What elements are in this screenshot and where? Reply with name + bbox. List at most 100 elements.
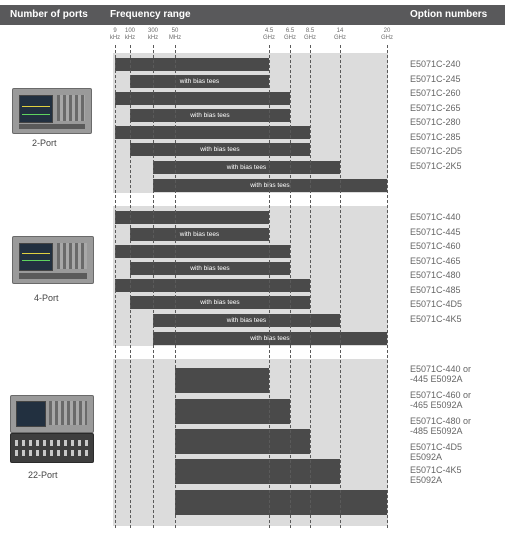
tick-unit: GHz <box>284 35 296 41</box>
table-header: Number of ports Frequency range Option n… <box>0 5 505 25</box>
option-number: E5071C-2D5 <box>410 146 463 156</box>
option-number: E5071C-460 <box>410 241 461 251</box>
frequency-bar: with bias tees <box>130 75 269 88</box>
frequency-bar: with bias tees <box>153 332 387 345</box>
option-number: E5071C-465 <box>410 255 461 266</box>
bias-tees-label: with bias tees <box>200 299 240 306</box>
frequency-bar <box>175 368 269 393</box>
frequency-bar <box>175 399 290 424</box>
bias-tees-label: with bias tees <box>179 78 220 85</box>
option-line: E5071C-460 or <box>410 390 472 400</box>
frequency-bar <box>175 429 310 454</box>
option-number: E5071C-245 <box>410 73 461 84</box>
tick-value: 4.5 <box>264 28 274 34</box>
option-line: E5071C-4D5 <box>410 442 463 452</box>
tick-unit: GHz <box>263 35 275 41</box>
option-line: E5092A <box>410 475 443 485</box>
frequency-guide-line <box>153 45 154 528</box>
tick-value: 14 <box>336 28 344 34</box>
tick-unit: kHz <box>124 35 136 41</box>
tick-value: 8.5 <box>305 28 315 34</box>
option-number: E5071C-285 <box>410 131 461 142</box>
frequency-guide-line <box>290 45 291 528</box>
bias-tees-label: with bias tees <box>190 265 230 272</box>
frequency-bar <box>175 490 387 515</box>
option-number: E5071C-480 or-485 E5092A <box>410 416 500 436</box>
frequency-guide-line <box>130 45 131 528</box>
header-option-numbers: Option numbers <box>410 9 488 20</box>
frequency-bar: with bias tees <box>153 161 340 174</box>
header-frequency-range: Frequency range <box>110 9 191 20</box>
option-number: E5071C-460 or-465 E5092A <box>410 390 500 410</box>
frequency-guide-line <box>387 45 388 528</box>
frequency-guide-line <box>115 45 116 528</box>
tick-value: 9 <box>113 28 117 34</box>
bias-tees-label: with bias tees <box>200 146 240 153</box>
instrument-22-port-image <box>10 395 94 465</box>
frequency-bar <box>115 58 269 71</box>
frequency-bar: with bias tees <box>130 109 290 122</box>
option-number: E5071C-480 <box>410 270 461 280</box>
option-number: E5071C-280 <box>410 117 461 127</box>
option-line: E5092A <box>410 452 443 462</box>
option-number: E5071C-485 <box>410 284 461 295</box>
option-number: E5071C-2K5 <box>410 160 462 171</box>
option-line: -445 E5092A <box>410 374 463 384</box>
frequency-guide-line <box>310 45 311 528</box>
port-label-2: 2-Port <box>32 138 57 148</box>
option-line: E5071C-480 or <box>410 416 472 426</box>
tick-unit: kHz <box>147 35 159 41</box>
frequency-bar <box>115 92 290 105</box>
tick-unit: kHz <box>109 35 121 41</box>
frequency-guide-line <box>340 45 341 528</box>
port-label-4: 4-Port <box>34 293 59 303</box>
option-number: E5071C-4K5 <box>410 313 462 324</box>
frequency-guide-line <box>269 45 270 528</box>
option-number: E5071C-265 <box>410 102 461 113</box>
frequency-bar <box>115 211 269 224</box>
tick-value: 50 <box>171 28 179 34</box>
frequency-bar: with bias tees <box>130 296 310 309</box>
header-ports: Number of ports <box>10 9 88 20</box>
frequency-bar <box>115 245 290 258</box>
frequency-guide-line <box>175 45 176 528</box>
tick-unit: GHz <box>381 35 393 41</box>
instrument-screen <box>19 243 53 271</box>
instrument-screen <box>19 95 53 123</box>
instrument-4-port-image <box>12 236 94 284</box>
frequency-bar <box>175 459 340 484</box>
tick-value: 6.5 <box>285 28 295 34</box>
frequency-bar: with bias tees <box>130 262 290 275</box>
option-line: E5071C-440 or <box>410 364 472 374</box>
frequency-bar: with bias tees <box>130 228 269 241</box>
instrument-2-port-image <box>12 88 92 134</box>
option-number: E5071C-445 <box>410 226 461 237</box>
frequency-bar: with bias tees <box>153 179 387 192</box>
option-number: E5071C-440 <box>410 212 461 222</box>
tick-unit: MHz <box>168 35 182 41</box>
option-number: E5071C-240 <box>410 59 461 69</box>
tick-unit: GHz <box>304 35 316 41</box>
bias-tees-label: with bias tees <box>226 164 267 171</box>
tick-value: 20 <box>383 28 391 34</box>
tick-unit: GHz <box>334 35 346 41</box>
bias-tees-label: with bias tees <box>226 317 267 324</box>
option-number: E5071C-440 or-445 E5092A <box>410 364 500 384</box>
frequency-bar: with bias tees <box>130 143 310 156</box>
tick-value: 100 <box>124 28 135 34</box>
option-line: -465 E5092A <box>410 400 463 410</box>
tick-value: 300 <box>147 28 158 34</box>
frequency-bar <box>115 126 310 139</box>
frequency-bar: with bias tees <box>153 314 340 327</box>
